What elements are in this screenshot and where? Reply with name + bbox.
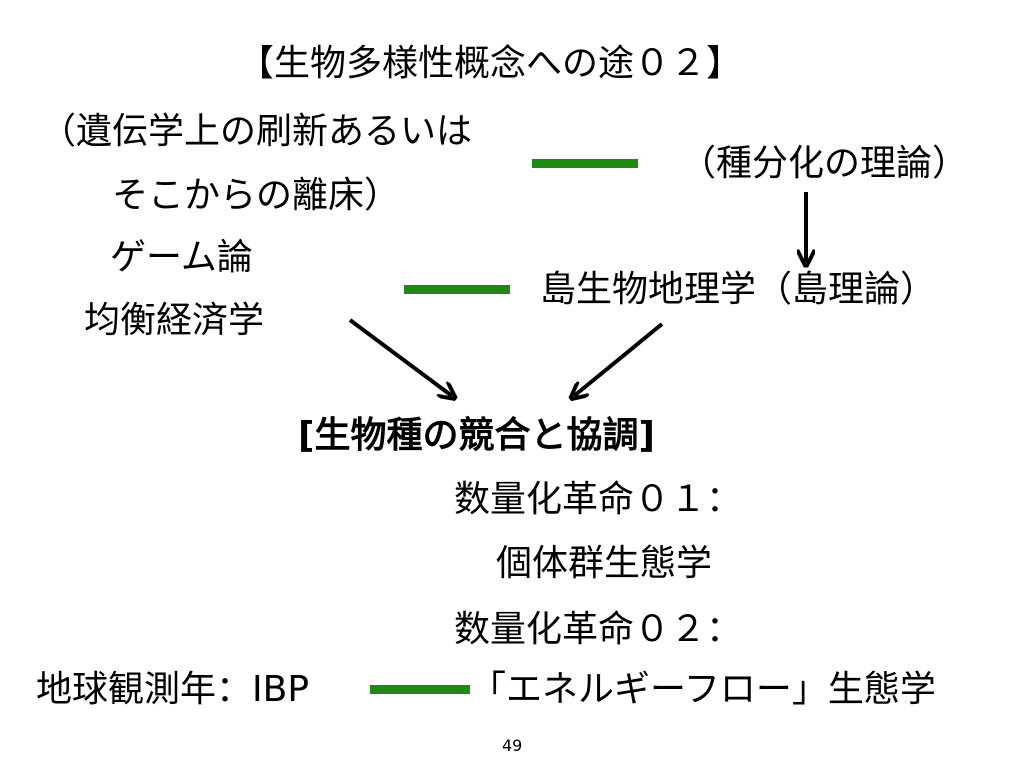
population-ecology-label: 個体群生態学 [496,543,713,584]
energy-flow-ecology-label: 「エネルギーフロー」生態学 [470,669,936,710]
green-connector-game-island [404,285,510,294]
arrow-island-to-competition [574,322,664,396]
green-connector-ibp-energy [370,685,470,694]
arrow-economics-to-competition [348,318,452,396]
competition-cooperation-label: [生物種の競合と協調] [298,415,655,456]
island-biogeography-label: 島生物地理学（島理論） [540,269,937,310]
quantification-revolution-01-label: 数量化革命０１： [454,479,743,520]
green-connector-genetics-speciation [532,159,638,168]
slide-title: 【生物多様性概念への途０２】 [238,43,743,84]
genetics-label-line1: （遺伝学上の刷新あるいは [40,111,473,152]
game-theory-label: ゲーム論 [110,237,253,278]
genetics-label-line2: そこからの離床） [112,175,401,216]
page-number: 49 [502,736,523,755]
speciation-label: （種分化の理論） [680,143,969,184]
ibp-label: 地球観測年：IBP [36,669,310,710]
quantification-revolution-02-label: 数量化革命０２： [454,609,743,650]
equilibrium-economics-label: 均衡経済学 [84,300,265,341]
